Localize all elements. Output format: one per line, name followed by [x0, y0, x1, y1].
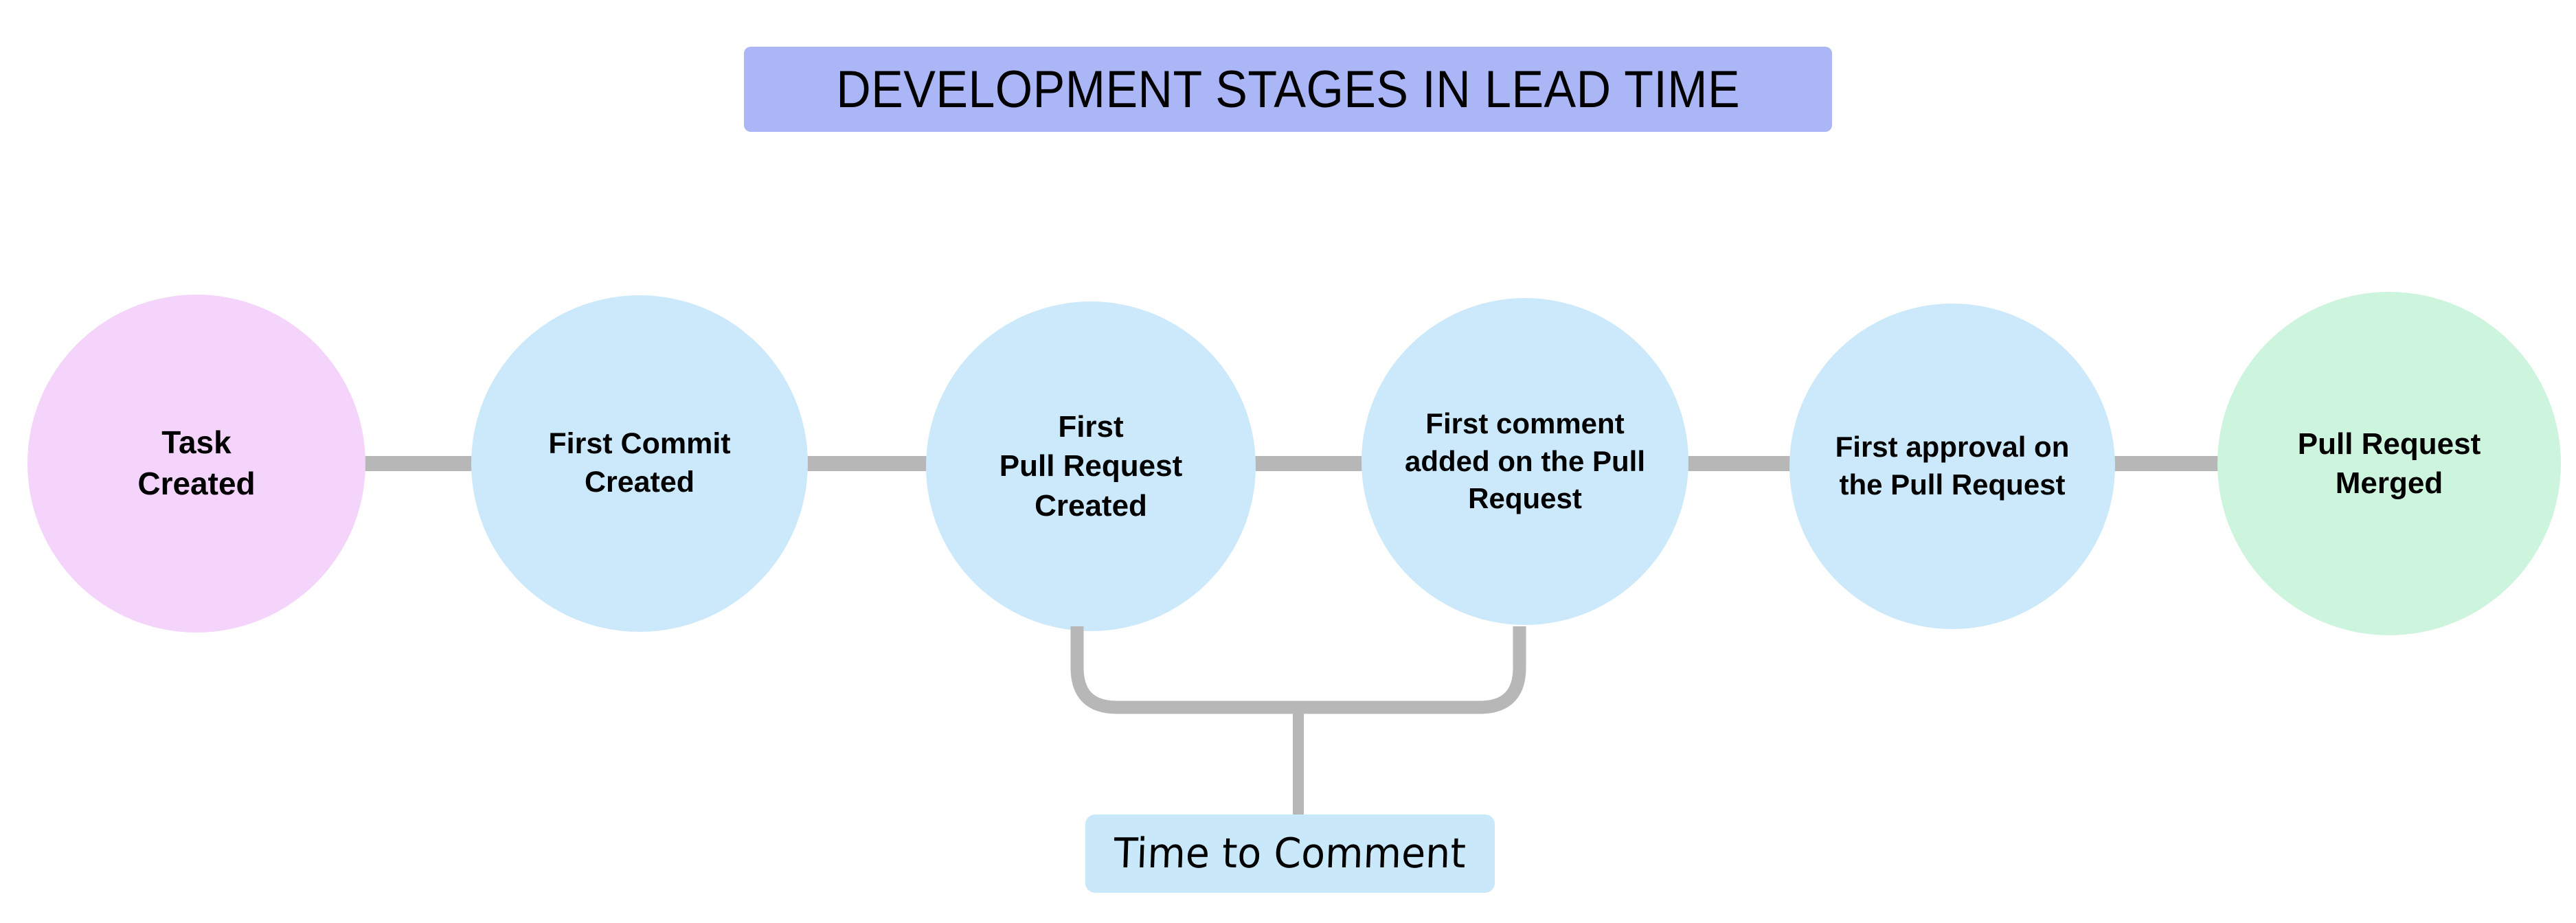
- diagram-title-banner: DEVELOPMENT STAGES IN LEAD TIME: [744, 47, 1832, 132]
- connector-commit-to-pr: [802, 456, 932, 471]
- connector-comment-to-approval: [1682, 456, 1797, 471]
- stage-node-task-created[interactable]: Task Created: [27, 295, 365, 633]
- stage-label-pull-request-merged: Pull Request Merged: [2297, 426, 2481, 500]
- stage-node-first-pull-request-created[interactable]: First Pull Request Created: [926, 301, 1256, 631]
- stage-node-pull-request-merged[interactable]: Pull Request Merged: [2217, 292, 2561, 635]
- connector-pr-to-comment: [1250, 456, 1368, 471]
- stage-node-first-approval[interactable]: First approval on the Pull Request: [1789, 304, 2115, 629]
- stage-label-first-comment-added: First comment added on the Pull Request: [1404, 407, 1645, 515]
- page-title: DEVELOPMENT STAGES IN LEAD TIME: [836, 60, 1740, 119]
- annotation-time-to-comment[interactable]: Time to Comment: [1085, 814, 1495, 893]
- annotation-label: Time to Comment: [1113, 830, 1467, 878]
- connector-task-to-commit: [361, 456, 477, 471]
- stage-label-first-pull-request-created: First Pull Request Created: [999, 410, 1183, 523]
- stage-node-first-comment-added[interactable]: First comment added on the Pull Request: [1362, 298, 1688, 625]
- annotation-bracket: [1070, 626, 1526, 814]
- stage-node-first-commit-created[interactable]: First Commit Created: [471, 295, 808, 632]
- stage-label-task-created: Task Created: [137, 424, 256, 501]
- bracket-u-path: [1070, 626, 1526, 714]
- connector-approval-to-merged: [2110, 456, 2222, 471]
- stage-label-first-commit-created: First Commit Created: [548, 427, 731, 499]
- stage-label-first-approval: First approval on the Pull Request: [1835, 431, 2070, 501]
